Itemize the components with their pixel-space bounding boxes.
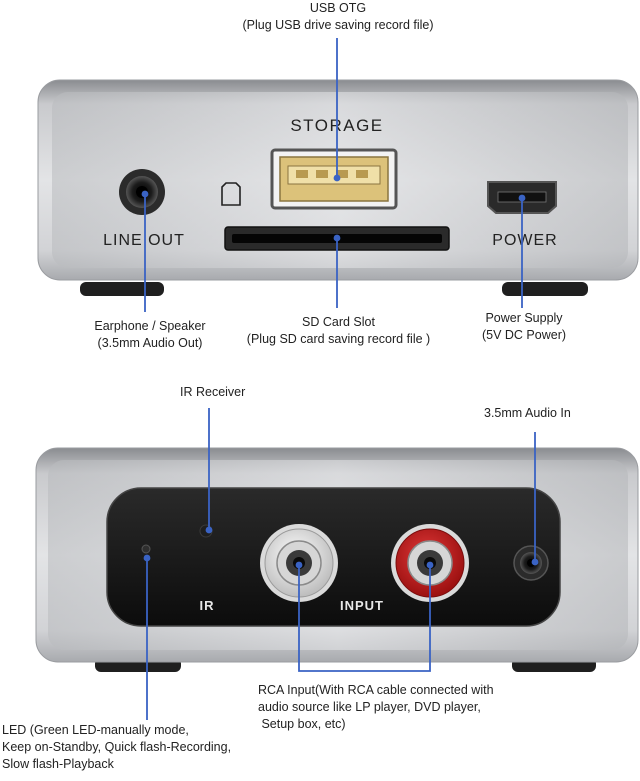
top-foot-left xyxy=(80,282,164,296)
power-supply-callout: Power Supply (5V DC Power) xyxy=(462,310,586,344)
sd-card-title: SD Card Slot xyxy=(302,315,375,329)
led-line3: Slow flash-Playback xyxy=(2,757,114,771)
power-label: POWER xyxy=(492,232,557,249)
usb-otg-callout: USB OTG (Plug USB drive saving record fi… xyxy=(218,0,458,34)
led-line2: Keep on-Standby, Quick flash-Recording, xyxy=(2,740,232,754)
earphone-callout: Earphone / Speaker (3.5mm Audio Out) xyxy=(70,318,230,352)
audio-in-jack xyxy=(513,545,549,581)
power-supply-desc: (5V DC Power) xyxy=(481,328,567,342)
led-callout: LED (Green LED-manually mode, Keep on-St… xyxy=(2,722,231,773)
sd-card-callout: SD Card Slot (Plug SD card saving record… xyxy=(226,314,451,348)
sd-card-desc: (Plug SD card saving record file ) xyxy=(246,332,431,346)
input-label: INPUT xyxy=(340,598,384,613)
ir-receiver-title: IR Receiver xyxy=(180,385,246,399)
usb-otg-desc: (Plug USB drive saving record file) xyxy=(242,18,434,32)
audio-in-callout: 3.5mm Audio In xyxy=(484,405,571,422)
rca-input-line2: audio source like LP player, DVD player, xyxy=(258,700,481,714)
earphone-title: Earphone / Speaker xyxy=(94,319,206,333)
bottom-callout-lines xyxy=(143,408,539,720)
rca-leader xyxy=(298,565,431,672)
line-out-label: LINE OUT xyxy=(103,232,185,249)
power-supply-title: Power Supply xyxy=(485,311,563,325)
rca-input-line3: Setup box, etc) xyxy=(258,717,346,731)
line-out-jack xyxy=(119,169,165,215)
top-device: STORAGE LINE OUT POWER xyxy=(37,79,639,296)
led-indicator xyxy=(141,544,151,554)
top-callout-lines xyxy=(141,38,526,312)
bottom-device: IR INPUT xyxy=(35,447,639,672)
rca-input-line1: RCA Input(With RCA cable connected with xyxy=(258,683,494,697)
ir-receiver-callout: IR Receiver xyxy=(180,384,245,401)
rca-input-callout: RCA Input(With RCA cable connected with … xyxy=(258,682,494,733)
audio-in-title: 3.5mm Audio In xyxy=(484,406,571,420)
led-line1: LED (Green LED-manually mode, xyxy=(2,723,189,737)
usb-otg-title: USB OTG xyxy=(309,1,367,15)
earphone-desc: (3.5mm Audio Out) xyxy=(97,336,203,350)
sd-card-icon xyxy=(221,182,241,206)
ir-label: IR xyxy=(200,598,215,613)
top-foot-right xyxy=(502,282,588,296)
